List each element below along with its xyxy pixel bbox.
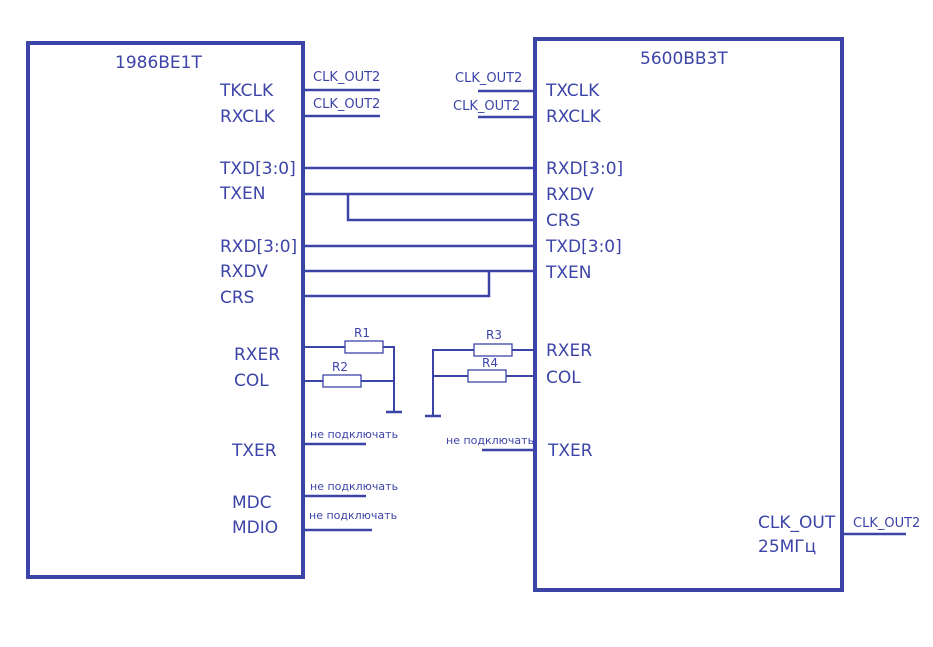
left-pin-txclk: TKCLK [219,81,274,101]
resistor-r3 [473,343,513,357]
wire-crs-to-txen [305,271,491,298]
left-pin-rxclk: RXCLK [220,107,276,127]
chip-1986ve1t-title: 1986ВЕ1Т [115,53,202,73]
right-pin-txen: TXEN [545,263,592,283]
label-r4: R4 [482,356,498,370]
clock-output: CLK_OUT2 [844,516,920,536]
right-pin-col: COL [546,368,581,388]
label-r3: R3 [486,328,502,342]
right-pin-rxdv: RXDV [546,185,594,205]
left-resistor-network: R1 R2 [305,326,402,414]
right-pin-rxclk: RXCLK [546,107,602,127]
right-pin-txclk: TXCLK [545,81,600,101]
right-pin-crs: CRS [546,211,580,231]
nc-label-left-mdc: не подключать [310,480,398,493]
right-pin-rxer: RXER [546,341,592,361]
wire-txen-to-crs [346,194,534,222]
left-pin-txer: TXER [231,441,277,461]
label-r2: R2 [332,360,348,374]
left-clock-stubs: CLK_OUT2 CLK_OUT2 [305,70,380,118]
right-clock-stubs: CLK_OUT2 CLK_OUT2 [453,71,534,119]
chip-5600vv3t-title: 5600ВВ3Т [640,49,728,69]
left-pin-rxdv: RXDV [220,262,268,282]
net-label-left-txclk: CLK_OUT2 [313,70,380,85]
net-label-right-txclk: CLK_OUT2 [455,71,522,86]
chip-1986ve1t-body [26,41,305,579]
left-pin-rxd: RXD[3:0] [220,237,297,257]
left-pin-col: COL [234,371,269,391]
right-resistor-network: R3 R4 [425,328,534,418]
nc-label-left-mdio: не подключать [309,509,397,522]
left-pin-crs: CRS [220,288,254,308]
right-pin-txd: TXD[3:0] [545,237,622,257]
net-label-clk-out: CLK_OUT2 [853,516,920,531]
resistor-r2 [322,374,362,388]
left-pin-rxer: RXER [234,345,280,365]
left-pin-txen: TXEN [219,184,266,204]
right-pin-txer: TXER [547,441,593,461]
chip-5600vv3t-body [533,37,844,592]
left-pin-mdc: MDC [232,493,272,513]
right-pin-rxd: RXD[3:0] [546,159,623,179]
net-label-right-rxclk: CLK_OUT2 [453,99,520,114]
data-bus-wires [305,166,534,298]
left-pin-txd: TXD[3:0] [219,159,296,179]
left-pin-mdio: MDIO [232,518,278,538]
net-label-left-rxclk: CLK_OUT2 [313,97,380,112]
nc-label-left-txer: не подключать [310,428,398,441]
resistor-r1 [344,340,384,354]
label-r1: R1 [354,326,370,340]
right-pin-clk-out: CLK_OUT [758,513,836,533]
right-pin-freq: 25МГц [758,537,816,557]
nc-label-right-txer: не подключать [446,434,534,447]
resistor-r4 [467,369,507,383]
no-connect-stubs: не подключать не подключать не подключат… [305,428,534,532]
